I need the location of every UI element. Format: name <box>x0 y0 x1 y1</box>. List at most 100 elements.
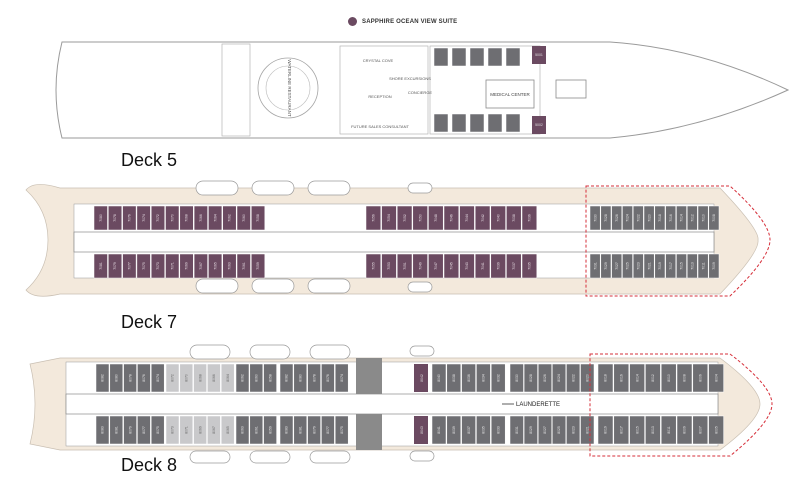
suite-cabin[interactable] <box>108 253 123 279</box>
suite-cabin[interactable] <box>396 253 413 279</box>
cabin[interactable] <box>622 205 633 231</box>
cabin[interactable] <box>235 363 250 393</box>
cabin[interactable] <box>523 415 538 445</box>
cabin[interactable] <box>708 415 724 445</box>
cabin[interactable] <box>109 415 124 445</box>
cabin[interactable] <box>334 363 349 393</box>
suite-cabin[interactable] <box>506 253 522 279</box>
cabin[interactable] <box>589 205 601 231</box>
cabin[interactable] <box>165 363 180 393</box>
cabin[interactable] <box>469 47 485 67</box>
suite-cabin[interactable] <box>459 205 475 231</box>
suite-cabin[interactable] <box>412 253 428 279</box>
suite-cabin[interactable] <box>136 253 151 279</box>
suite-cabin[interactable] <box>381 205 397 231</box>
cabin[interactable] <box>487 47 503 67</box>
suite-cabin[interactable] <box>251 205 266 231</box>
cabin[interactable] <box>165 415 180 445</box>
cabin[interactable] <box>307 363 321 393</box>
cabin[interactable] <box>490 363 506 393</box>
cabin[interactable] <box>708 205 720 231</box>
suite-cabin[interactable] <box>474 205 491 231</box>
cabin[interactable] <box>446 363 462 393</box>
cabin[interactable] <box>461 363 476 393</box>
cabin[interactable] <box>307 415 321 445</box>
cabin[interactable] <box>629 363 645 393</box>
cabin[interactable] <box>109 363 124 393</box>
cabin[interactable] <box>95 415 110 445</box>
cabin[interactable] <box>665 253 677 279</box>
cabin[interactable] <box>665 205 677 231</box>
cabin[interactable] <box>220 415 235 445</box>
cabin[interactable] <box>469 113 485 133</box>
suite-cabin[interactable] <box>365 205 382 231</box>
cabin[interactable] <box>676 415 693 445</box>
suite-cabin[interactable] <box>459 253 475 279</box>
cabin[interactable] <box>150 415 165 445</box>
suite-cabin[interactable] <box>136 205 151 231</box>
suite-cabin[interactable] <box>236 253 251 279</box>
suite-8042[interactable] <box>414 364 428 392</box>
cabin[interactable] <box>643 253 655 279</box>
cabin[interactable] <box>692 415 709 445</box>
cabin[interactable] <box>622 253 633 279</box>
suite-cabin[interactable] <box>428 253 444 279</box>
cabin[interactable] <box>643 205 655 231</box>
cabin[interactable] <box>505 113 521 133</box>
cabin[interactable] <box>179 363 194 393</box>
cabin[interactable] <box>123 415 137 445</box>
cabin[interactable] <box>476 415 491 445</box>
cabin[interactable] <box>686 253 698 279</box>
cabin[interactable] <box>263 363 277 393</box>
cabin[interactable] <box>235 415 250 445</box>
cabin[interactable] <box>697 253 709 279</box>
suite-cabin[interactable] <box>179 253 194 279</box>
cabin[interactable] <box>580 363 595 393</box>
cabin[interactable] <box>537 363 552 393</box>
cabin[interactable] <box>654 205 666 231</box>
suite-cabin[interactable] <box>93 253 108 279</box>
cabin[interactable] <box>552 363 567 393</box>
cabin[interactable] <box>600 253 612 279</box>
suite-cabin[interactable] <box>474 253 491 279</box>
cabin[interactable] <box>490 415 506 445</box>
cabin[interactable] <box>505 47 521 67</box>
cabin[interactable] <box>461 415 476 445</box>
cabin[interactable] <box>193 415 207 445</box>
suite-cabin[interactable] <box>208 253 223 279</box>
cabin[interactable] <box>708 253 720 279</box>
cabin[interactable] <box>697 205 709 231</box>
cabin[interactable] <box>523 363 538 393</box>
cabin[interactable] <box>708 363 724 393</box>
cabin[interactable] <box>137 415 151 445</box>
cabin[interactable] <box>676 253 687 279</box>
suite-cabin[interactable] <box>108 205 123 231</box>
cabin[interactable] <box>446 415 462 445</box>
cabin[interactable] <box>279 363 294 393</box>
suite-cabin[interactable] <box>193 253 208 279</box>
cabin[interactable] <box>686 205 698 231</box>
cabin[interactable] <box>632 205 644 231</box>
suite-cabin[interactable] <box>381 253 397 279</box>
cabin[interactable] <box>611 205 623 231</box>
cabin[interactable] <box>632 253 644 279</box>
suite-cabin[interactable] <box>222 253 237 279</box>
cabin[interactable] <box>451 47 467 67</box>
cabin[interactable] <box>613 415 630 445</box>
cabin[interactable] <box>589 253 601 279</box>
cabin[interactable] <box>613 363 630 393</box>
cabin[interactable] <box>321 415 335 445</box>
suite-cabin[interactable] <box>122 253 137 279</box>
cabin[interactable] <box>220 363 235 393</box>
cabin[interactable] <box>645 363 661 393</box>
suite-cabin[interactable] <box>428 205 444 231</box>
suite-cabin[interactable] <box>412 205 428 231</box>
cabin[interactable] <box>263 415 277 445</box>
cabin[interactable] <box>207 363 221 393</box>
cabin[interactable] <box>321 363 335 393</box>
suite-cabin[interactable] <box>179 205 194 231</box>
suite-cabin[interactable] <box>490 253 506 279</box>
cabin[interactable] <box>137 363 151 393</box>
cabin[interactable] <box>597 363 614 393</box>
suite-cabin[interactable] <box>150 205 165 231</box>
